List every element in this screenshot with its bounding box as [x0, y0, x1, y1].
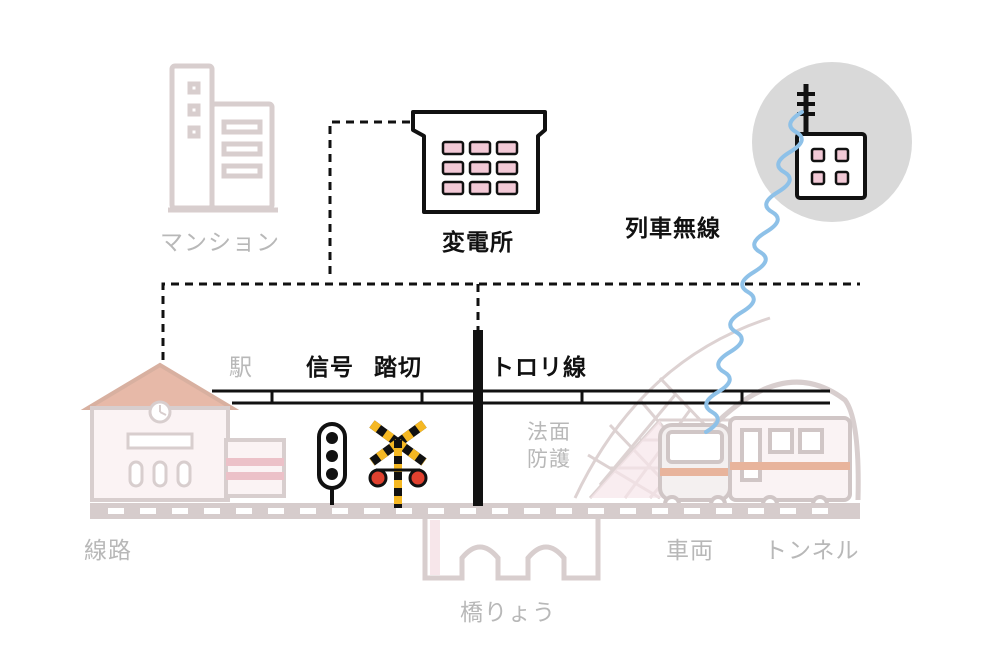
bridge-icon	[422, 515, 601, 581]
label-slope-line1: 法面	[527, 420, 571, 444]
label-train-radio: 列車無線	[625, 216, 721, 242]
label-vehicle: 車両	[666, 538, 714, 564]
tunnel-icon	[697, 379, 861, 501]
substation-icon	[411, 110, 547, 214]
label-tunnel: トンネル	[764, 538, 860, 564]
radio-tower-icon	[752, 62, 912, 222]
label-slope-line2: 防護	[527, 447, 571, 471]
label-track: 線路	[84, 538, 132, 564]
label-crossing: 踏切	[374, 355, 422, 381]
label-mansion: マンション	[160, 230, 280, 256]
building-icon	[168, 63, 278, 213]
radio-wave-icon	[704, 110, 804, 434]
label-station: 駅	[229, 355, 253, 381]
label-substation: 変電所	[442, 230, 514, 256]
track-icon	[90, 503, 860, 519]
overhead-wires	[212, 389, 830, 405]
station-icon	[80, 362, 286, 502]
label-trolley-wire: トロリ線	[491, 355, 587, 381]
railroad-crossing-icon	[368, 420, 428, 508]
power-distribution-lines	[161, 120, 860, 360]
label-signal: 信号	[306, 355, 354, 381]
train-icon	[658, 416, 852, 513]
signal-icon	[317, 422, 347, 505]
trolley-pole-icon	[473, 330, 483, 506]
label-bridge: 橋りょう	[460, 600, 556, 626]
